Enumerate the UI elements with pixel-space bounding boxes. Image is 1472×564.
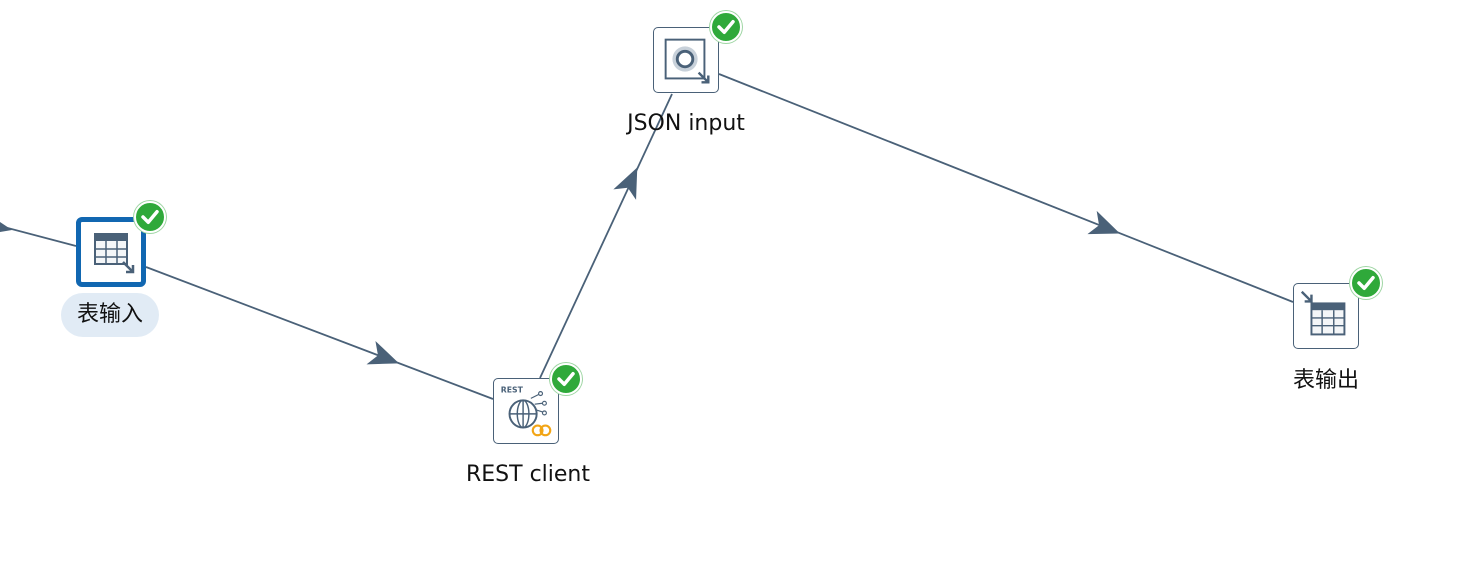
hop-json-input-to-table-output[interactable] bbox=[718, 73, 1294, 303]
hop-incoming[interactable] bbox=[0, 222, 77, 247]
json-input-icon bbox=[664, 38, 710, 84]
step-label-json-input[interactable]: JSON input bbox=[627, 111, 745, 136]
step-rest-client[interactable]: REST bbox=[493, 378, 559, 444]
svg-text:REST: REST bbox=[501, 386, 524, 395]
step-table-input[interactable] bbox=[76, 217, 146, 287]
hop-table-input-to-rest-client[interactable] bbox=[145, 266, 494, 400]
step-label-table-output[interactable]: 表输出 bbox=[1292, 368, 1360, 393]
table-input-icon bbox=[94, 233, 135, 274]
status-ok-icon bbox=[550, 363, 582, 395]
step-json-input[interactable] bbox=[653, 27, 719, 93]
status-ok-icon bbox=[134, 201, 166, 233]
step-table-output[interactable] bbox=[1293, 283, 1359, 349]
status-ok-icon bbox=[1350, 267, 1382, 299]
rest-client-icon: REST bbox=[501, 386, 552, 437]
status-ok-icon bbox=[710, 11, 742, 43]
table-output-icon bbox=[1300, 290, 1346, 336]
step-label-rest-client[interactable]: REST client bbox=[465, 462, 591, 487]
step-label-table-input[interactable]: 表输入 bbox=[60, 293, 160, 337]
hop-rest-client-to-json-input[interactable] bbox=[539, 93, 673, 379]
